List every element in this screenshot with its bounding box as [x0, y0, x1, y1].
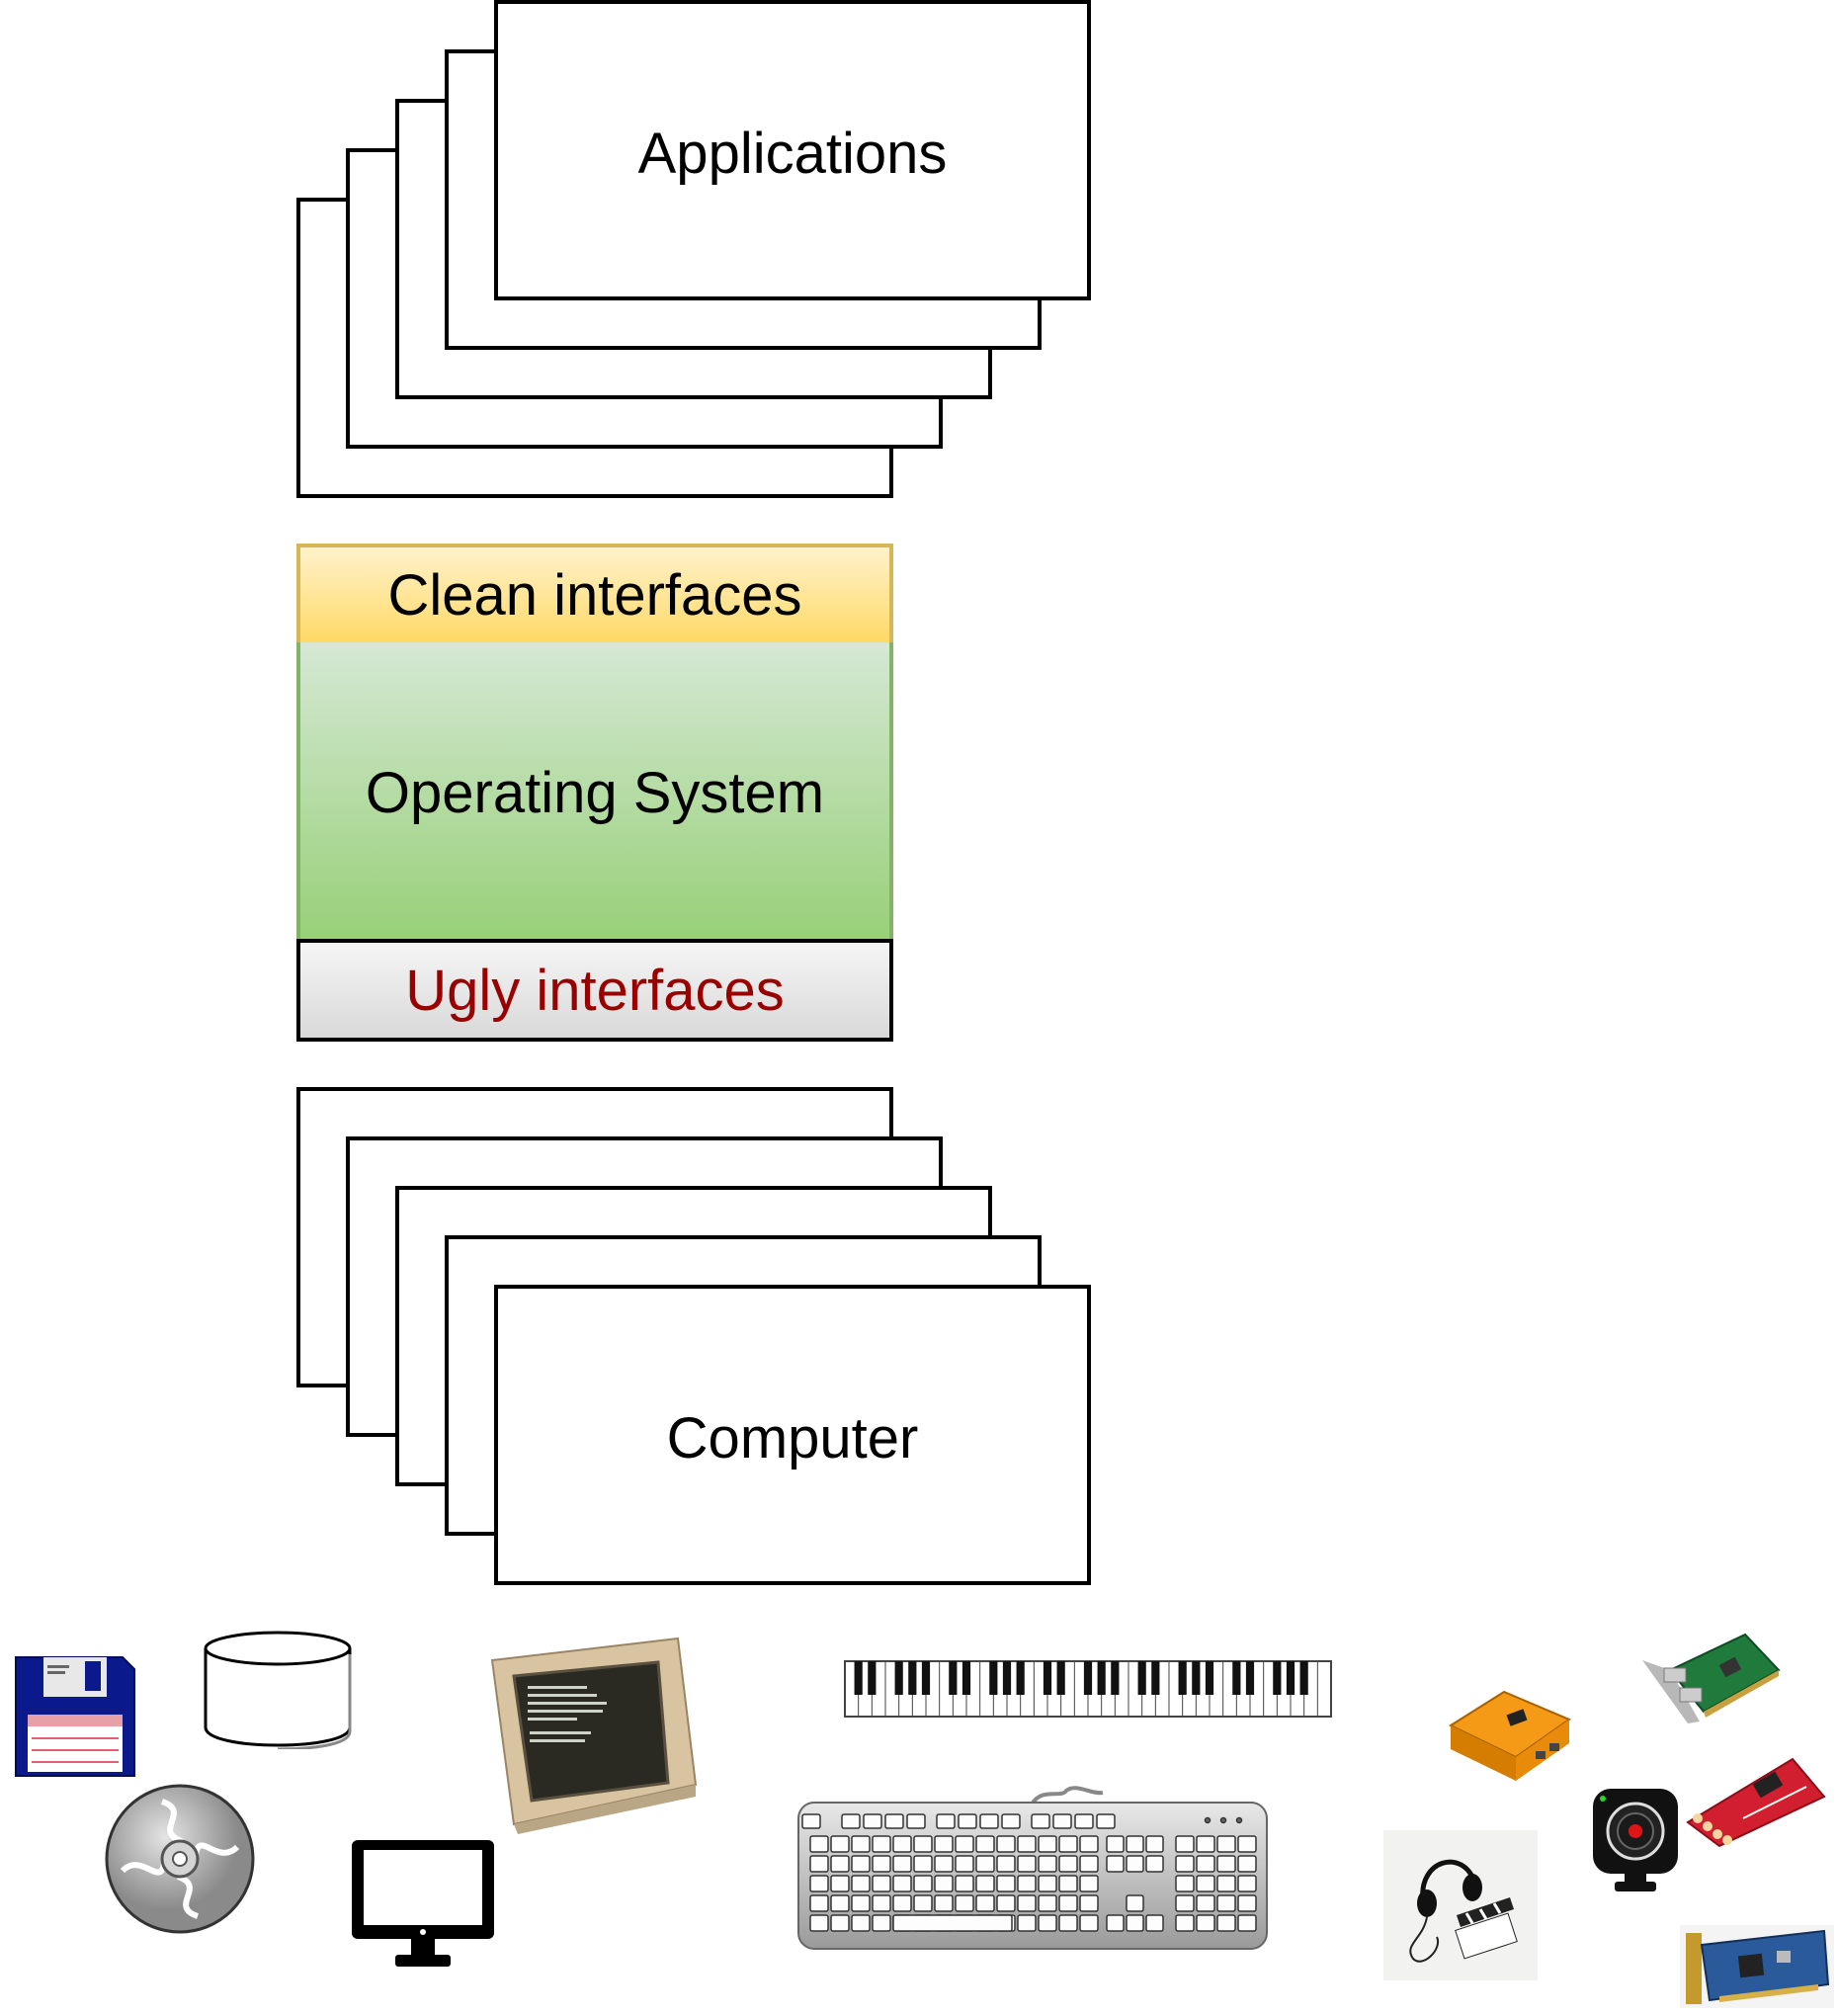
clean-interfaces-band: Clean interfaces [296, 544, 893, 646]
sensor-board-icon [1684, 1753, 1828, 1848]
application-card-1: Applications [494, 0, 1091, 300]
headset-icon [1383, 1830, 1538, 1980]
crt-terminal-icon [484, 1637, 700, 1834]
applications-label: Applications [637, 122, 948, 186]
network-card-icon [1640, 1631, 1783, 1725]
piano-keyboard-icon [844, 1660, 1332, 1718]
ugly-interfaces-band: Ugly interfaces [296, 939, 893, 1042]
floppy-disk-icon [14, 1655, 136, 1778]
operating-system-block: Operating System [296, 642, 893, 943]
webcam-icon [1591, 1787, 1680, 1893]
ugly-interfaces-label: Ugly interfaces [405, 958, 785, 1023]
operating-system-label: Operating System [365, 760, 825, 825]
computer-label: Computer [666, 1406, 919, 1470]
hardware-card-1: Computer [494, 1285, 1091, 1585]
relay-board-icon [1445, 1686, 1573, 1785]
clean-interfaces-label: Clean interfaces [387, 562, 802, 628]
cd-rom-icon [103, 1782, 257, 1936]
computer-keyboard-icon [794, 1779, 1271, 1953]
disk-drive-icon [202, 1629, 356, 1751]
pci-card-icon [1680, 1925, 1834, 2008]
monitor-icon [348, 1836, 498, 1974]
